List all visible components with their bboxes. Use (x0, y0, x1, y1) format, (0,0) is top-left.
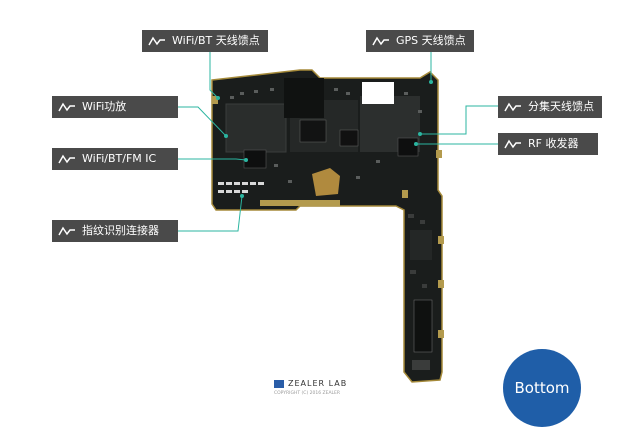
leader-lines (178, 52, 498, 232)
callout-label: 指纹识别连接器 (82, 224, 159, 237)
callout-fingerprint-connector: 指纹识别连接器 (52, 220, 178, 242)
leader-wifi-pa (178, 106, 227, 137)
callout-label: WiFi功放 (82, 100, 127, 113)
waveform-icon (58, 102, 75, 112)
leader-diversity-antenna (420, 105, 498, 135)
callout-diversity-antenna: 分集天线馈点 (498, 96, 602, 118)
leader-wifi-bt-fm-ic (178, 158, 247, 161)
zealer-logo-icon (274, 380, 284, 388)
callout-label: RF 收发器 (528, 137, 579, 150)
callout-rf-transceiver: RF 收发器 (498, 133, 598, 155)
watermark-brand: ZEALER LAB (288, 379, 348, 388)
callout-wifi-pa: WiFi功放 (52, 96, 178, 118)
pcb-board (211, 69, 444, 383)
waveform-icon (58, 154, 75, 164)
watermark-copyright: COPYRIGHT (C) 2016 ZEALER (274, 391, 340, 396)
waveform-icon (504, 102, 521, 112)
waveform-icon (372, 36, 389, 46)
leader-fingerprint-connector (178, 195, 243, 232)
callout-wifi-bt-fm-ic: WiFi/BT/FM IC (52, 148, 178, 170)
leader-wifi-bt-antenna (209, 52, 219, 99)
zealer-lab-watermark: ZEALER LAB COPYRIGHT (C) 2016 ZEALER (274, 379, 354, 401)
waveform-icon (504, 139, 521, 149)
waveform-icon (148, 36, 165, 46)
callout-wifi-bt-antenna: WiFi/BT 天线馈点 (142, 30, 268, 52)
callout-gps-antenna: GPS 天线馈点 (366, 30, 474, 52)
callout-label: 分集天线馈点 (528, 100, 594, 113)
badge-label: Bottom (514, 379, 570, 397)
waveform-icon (58, 226, 75, 236)
callout-label: WiFi/BT 天线馈点 (172, 34, 260, 47)
bottom-side-badge: Bottom (503, 349, 581, 427)
callout-label: WiFi/BT/FM IC (82, 152, 157, 165)
callout-label: GPS 天线馈点 (396, 34, 466, 47)
